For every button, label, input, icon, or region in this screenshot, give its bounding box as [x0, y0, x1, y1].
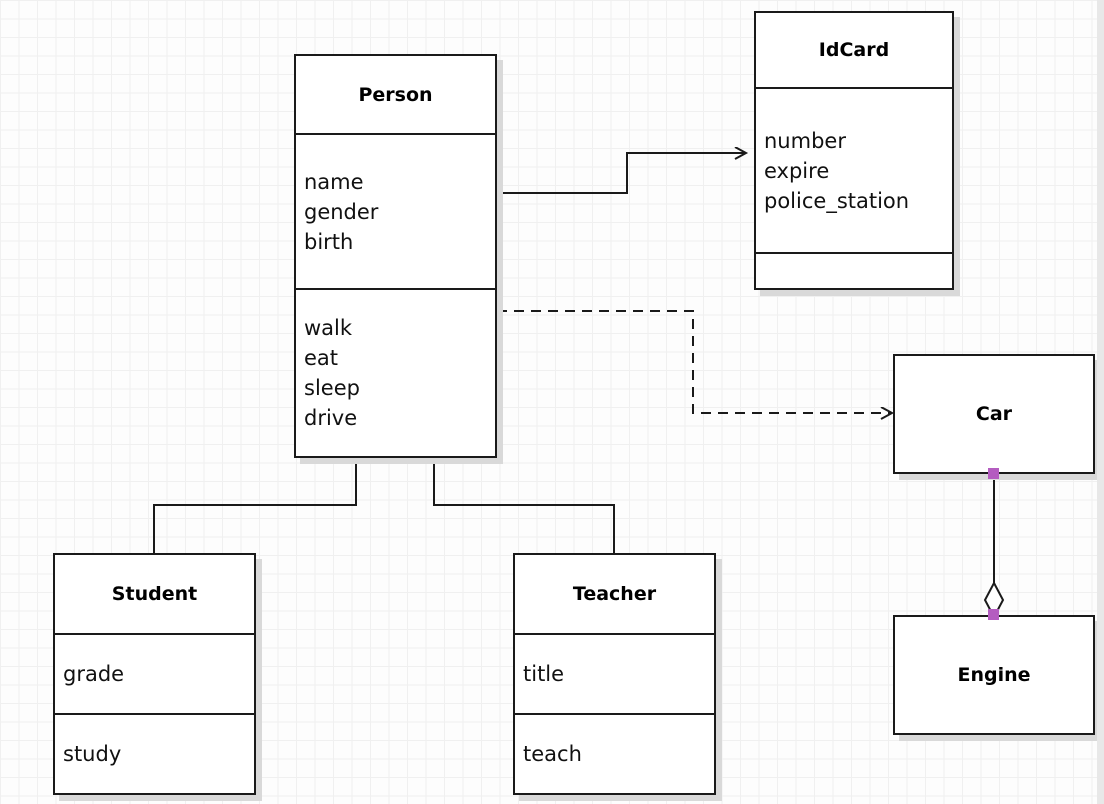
class-car-title: Car [975, 403, 1013, 425]
attribute: grade [63, 662, 125, 686]
link-student-person[interactable] [153, 438, 368, 553]
method: study [63, 742, 122, 766]
link-car-engine[interactable] [983, 474, 1005, 620]
method: sleep [304, 376, 360, 400]
attribute: title [523, 662, 565, 686]
method: drive [304, 406, 358, 430]
attribute: birth [304, 229, 354, 254]
class-idcard-title: IdCard [818, 39, 890, 61]
class-engine[interactable]: Engine [893, 615, 1095, 735]
class-idcard-attributes: number expire police_station [756, 87, 952, 252]
attribute: expire [764, 158, 830, 183]
class-student-title: Student [111, 583, 198, 605]
canvas-right-edge [1097, 0, 1104, 804]
class-car[interactable]: Car [893, 354, 1095, 474]
class-student[interactable]: Student grade study [53, 553, 256, 795]
class-teacher-title: Teacher [572, 583, 657, 605]
class-person[interactable]: Person name gender birth walk eat sleep … [294, 54, 497, 458]
attribute: name [304, 169, 364, 194]
attribute: number [764, 128, 846, 153]
class-idcard[interactable]: IdCard number expire police_station [754, 11, 954, 290]
class-person-methods: walk eat sleep drive [296, 288, 495, 456]
class-teacher-attributes: title [515, 633, 714, 713]
link-handle-car[interactable] [988, 468, 999, 479]
class-engine-title: Engine [957, 664, 1031, 686]
method: teach [523, 742, 582, 766]
link-person-idcard[interactable] [497, 153, 746, 194]
method: eat [304, 346, 339, 370]
link-person-car[interactable] [497, 310, 892, 413]
attribute: gender [304, 199, 379, 224]
class-teacher[interactable]: Teacher title teach [513, 553, 716, 795]
class-teacher-methods: teach [515, 713, 714, 793]
class-idcard-methods [756, 252, 952, 288]
class-person-title: Person [358, 83, 433, 106]
class-student-methods: study [55, 713, 254, 793]
link-teacher-person[interactable] [422, 438, 615, 553]
method: walk [304, 316, 353, 340]
link-handle-engine[interactable] [988, 609, 999, 620]
class-student-attributes: grade [55, 633, 254, 713]
class-person-attributes: name gender birth [296, 133, 495, 288]
attribute: police_station [764, 188, 910, 213]
